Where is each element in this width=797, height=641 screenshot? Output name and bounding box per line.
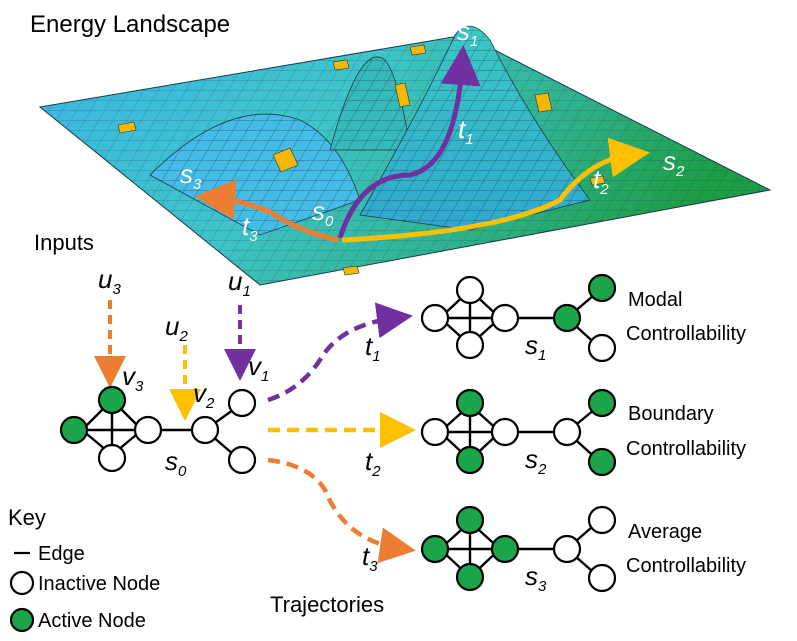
input-label-u3: u3 [98, 264, 121, 298]
outcome-title-modal-1: Modal [628, 289, 682, 311]
outcome-title-average-1: Average [628, 521, 702, 543]
node-right [133, 415, 163, 445]
key-active-swatch [9, 607, 35, 633]
landscape-trajectory-t3 [195, 179, 339, 243]
node-bottom [97, 443, 127, 473]
network-s2 [420, 388, 617, 477]
input-node-label-v1: v1 [248, 351, 269, 385]
landscape-label-t2: t2 [593, 164, 609, 198]
outcome-state-s2: s2 [525, 444, 547, 478]
outcome-state-s1: s1 [525, 330, 546, 364]
landscape-trajectory-t1 [337, 45, 481, 239]
outcome-title-average-2: Controllability [626, 555, 746, 577]
energy-landscape: s1 t1 s2 t2 s3 t3 s0 [38, 16, 772, 286]
key-inactive-swatch [9, 570, 35, 596]
input-node-label-v2: v2 [193, 378, 215, 412]
key-active-label: Active Node [38, 610, 146, 632]
landscape-label-s2: s2 [663, 146, 685, 180]
outcome-state-s3: s3 [525, 561, 547, 595]
initial-state-label: s0 [165, 446, 187, 480]
landscape-trajectory-t2 [341, 137, 650, 243]
landscape-label-s3: s3 [180, 159, 202, 193]
node-v3 [97, 385, 127, 415]
key-legend: Key Edge Inactive Node Active Node [8, 505, 160, 633]
node-v2 [190, 415, 220, 445]
input-label-u1: u1 [228, 266, 251, 300]
key-heading: Key [8, 505, 46, 530]
trajectories-caption: Trajectories [270, 592, 384, 617]
key-edge-label: Edge [38, 543, 85, 565]
input-node-label-v3: v3 [122, 361, 144, 395]
outcome-title-modal-2: Controllability [626, 323, 746, 345]
landscape-label-s1: s1 [457, 16, 478, 50]
landscape-label-t3: t3 [242, 211, 258, 245]
landscape-label-s0: s0 [312, 196, 334, 230]
landscape-label-t1: t1 [458, 114, 474, 148]
trajectory-label-t3: t3 [362, 541, 378, 575]
trajectory-label-t1: t1 [365, 331, 381, 365]
network-s0 [59, 385, 257, 475]
inputs-heading: Inputs [34, 230, 94, 255]
key-inactive-label: Inactive Node [38, 573, 160, 595]
outcome-title-boundary-1: Boundary [628, 403, 714, 425]
landscape-patches [117, 44, 606, 276]
input-label-u2: u2 [165, 311, 188, 345]
node-left [59, 415, 89, 445]
trajectory-arrow-t1 [267, 302, 413, 403]
trajectory-arrow-t3 [267, 457, 416, 564]
node-v1-lower [227, 445, 257, 475]
outcome-title-boundary-2: Controllability [626, 438, 746, 460]
diagram-title: Energy Landscape [30, 11, 230, 38]
network-s1 [420, 273, 617, 363]
node-v1 [227, 388, 257, 418]
trajectory-label-t2: t2 [365, 446, 381, 480]
network-s3 [420, 505, 617, 593]
